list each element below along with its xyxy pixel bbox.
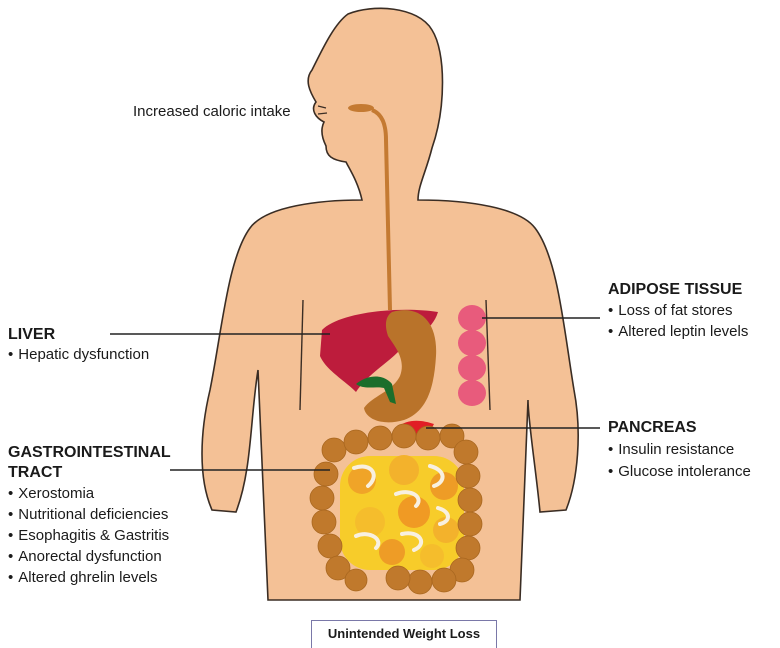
adipose-item: Altered leptin levels <box>608 322 748 341</box>
gi-title-line1: GASTROINTESTINAL <box>8 443 171 463</box>
pancreas-item: Glucose intolerance <box>608 462 751 481</box>
gi-item: Anorectal dysfunction <box>8 547 162 566</box>
adipose-item: Loss of fat stores <box>608 301 733 320</box>
gi-item: Xerostomia <box>8 484 94 503</box>
oral-cavity <box>348 104 374 112</box>
gi-item: Altered ghrelin levels <box>8 568 158 587</box>
caption: Unintended Weight Loss <box>311 620 497 648</box>
pancreas-item: Insulin resistance <box>608 440 734 459</box>
gi-item: Nutritional deficiencies <box>8 505 168 524</box>
gi-title-line2: TRACT <box>8 463 62 483</box>
gi-item: Esophagitis & Gastritis <box>8 526 169 545</box>
liver-item: Hepatic dysfunction <box>8 345 149 364</box>
small-intestine <box>340 455 464 570</box>
liver-title: LIVER <box>8 325 55 345</box>
pancreas-title: PANCREAS <box>608 418 697 438</box>
intake-label: Increased caloric intake <box>133 102 291 121</box>
adipose-title: ADIPOSE TISSUE <box>608 280 742 300</box>
